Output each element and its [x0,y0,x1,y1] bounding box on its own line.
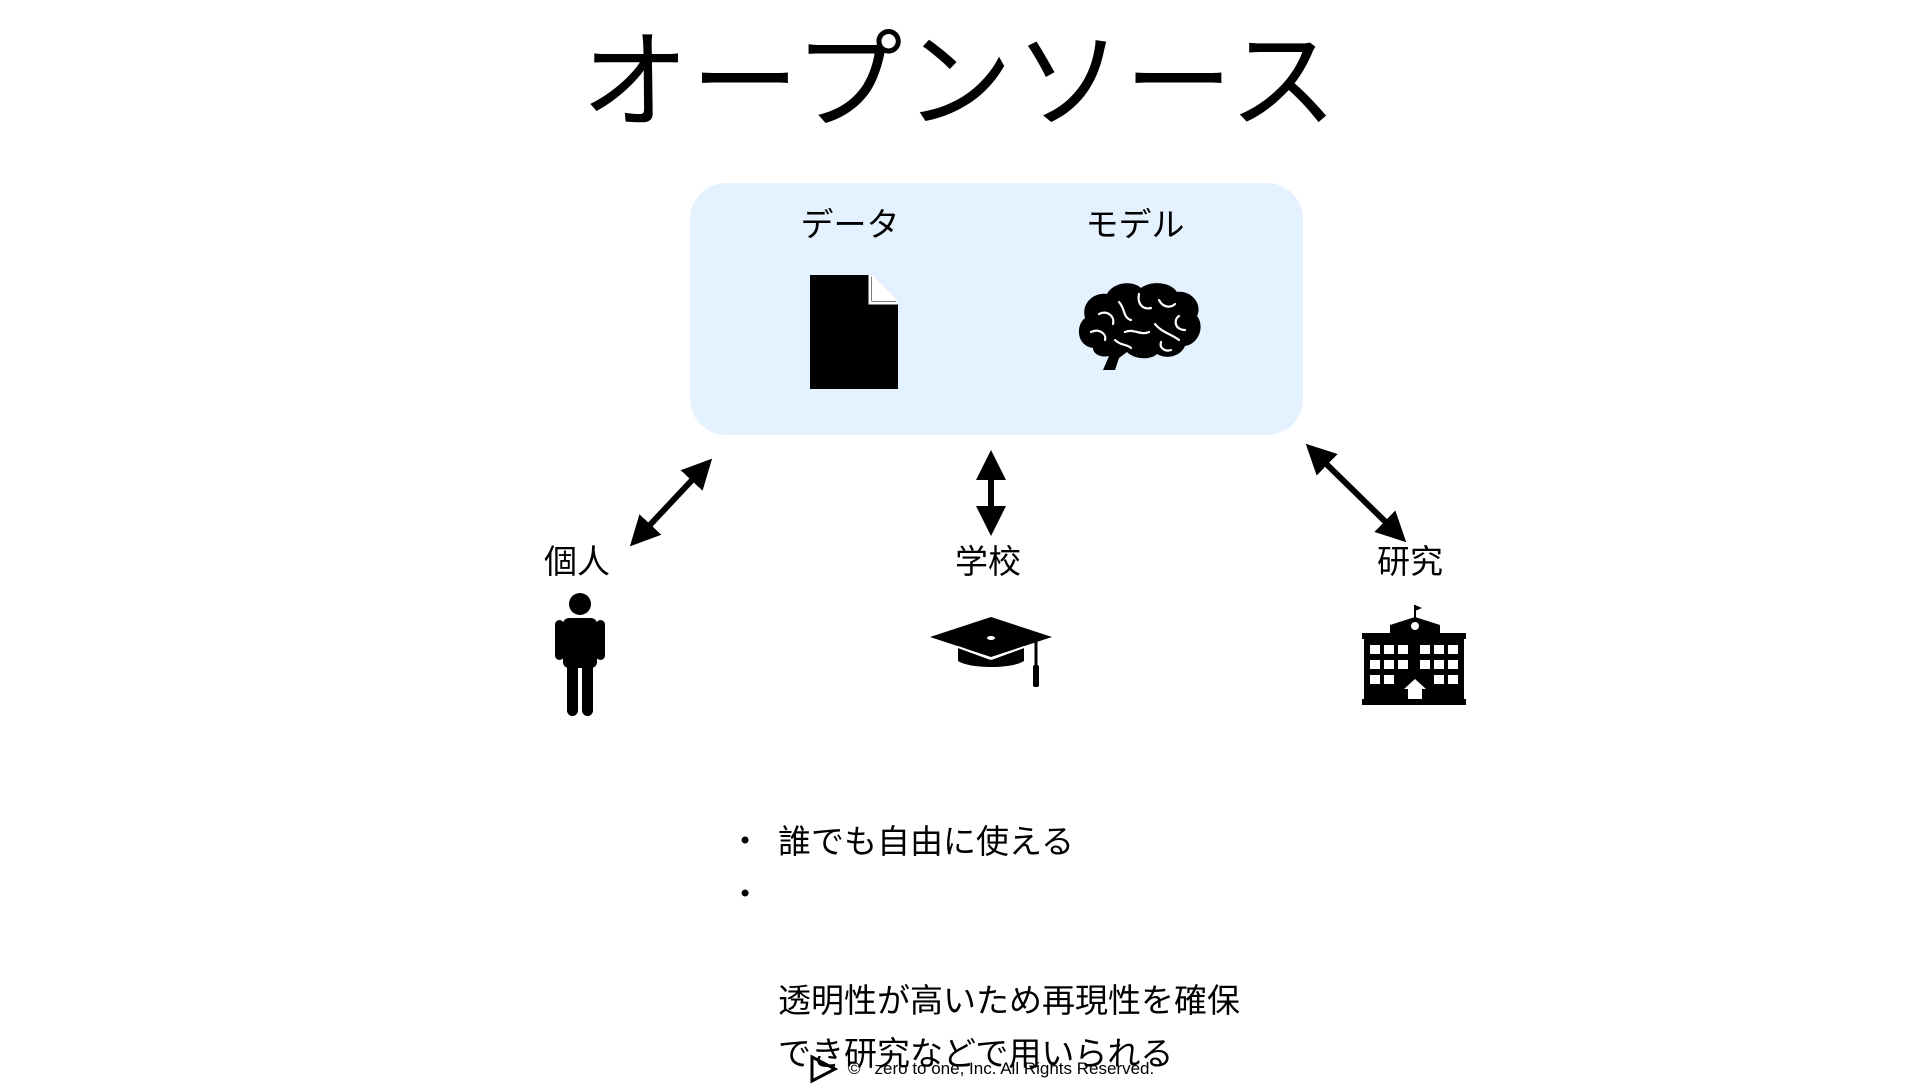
model-label: モデル [1085,205,1185,244]
bullet-dot: • [738,827,753,855]
building-icon [1362,605,1466,705]
person-icon [555,593,605,716]
bullet-list: • 誰でも自由に使える • 透明性が高いため再現性を確保 でき研究などで用いられ… [730,815,1350,1080]
brain-icon [1078,283,1201,370]
arrow-research [1305,443,1407,543]
copyright-symbol: © [848,1059,861,1078]
graduation-cap-icon [930,617,1052,687]
school-label: 学校 [955,542,1021,581]
footer: © zero to one, Inc. All Rights Reserved. [808,1054,1154,1084]
data-label: データ [800,205,900,244]
copyright-text: zero to one, Inc. All Rights Reserved. [874,1059,1155,1078]
arrow-individual [629,458,713,547]
document-icon [810,275,898,389]
open-source-panel [690,183,1303,435]
bullet-item: • 誰でも自由に使える [730,815,1350,868]
bullet-dot: • [738,880,753,908]
bullet-text: 透明性が高いため再現性を確保 でき研究などで用いられる [778,981,1240,1073]
play-logo-icon [810,1054,838,1084]
bullet-item: • 透明性が高いため再現性を確保 でき研究などで用いられる [730,868,1350,1080]
page-title: オープンソース [580,20,1340,145]
research-label: 研究 [1377,542,1443,581]
bullet-text: 誰でも自由に使える [778,822,1075,861]
individual-label: 個人 [544,542,610,581]
